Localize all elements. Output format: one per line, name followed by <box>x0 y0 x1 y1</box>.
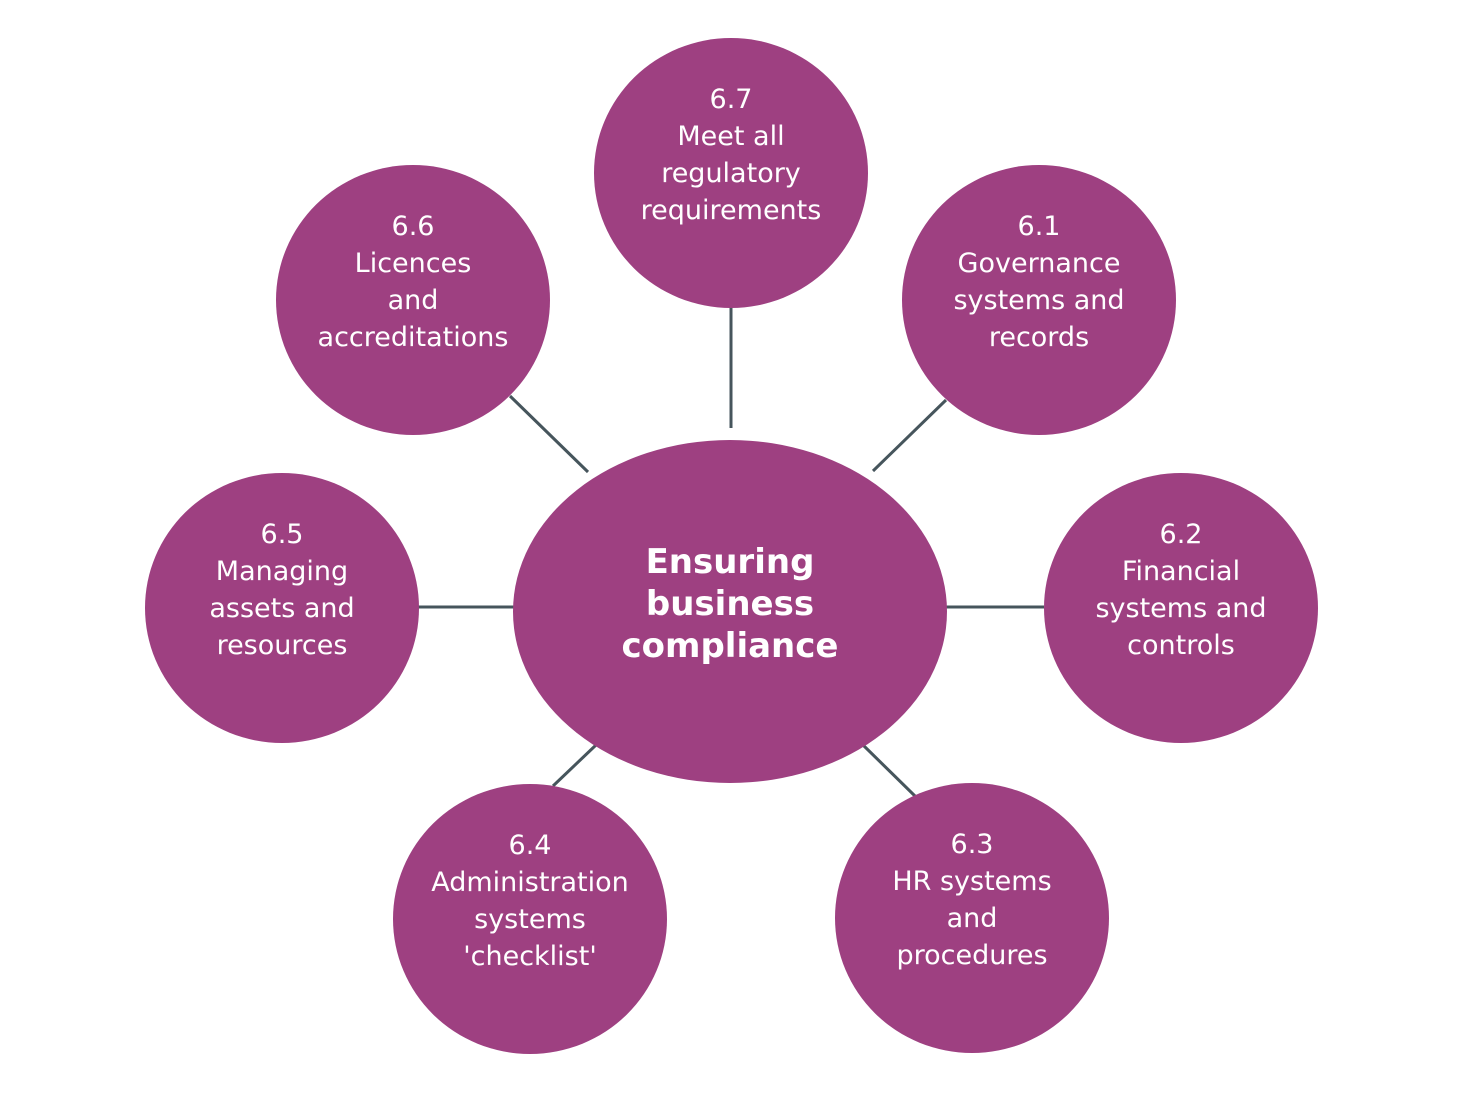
node-label-line: Meet all <box>677 121 785 152</box>
connector-6-1 <box>871 398 948 473</box>
node-label-line: systems <box>474 904 586 935</box>
node-6-1: 6.1 Governance systems and records <box>902 165 1176 435</box>
connector-6-6 <box>508 394 590 474</box>
center-line: compliance <box>621 625 839 666</box>
node-6-4: 6.4 Administration systems 'checklist' <box>393 784 667 1054</box>
node-label-line: HR systems <box>892 866 1052 897</box>
node-label-line: records <box>988 322 1090 353</box>
node-label-line: and <box>946 903 998 934</box>
node-label-line: resources <box>216 630 348 661</box>
connector-6-4 <box>551 743 598 788</box>
node-label-line: Managing <box>215 556 349 587</box>
node-6-6: 6.6 Licences and accreditations <box>276 165 550 435</box>
center-node: Ensuring business compliance <box>513 440 947 783</box>
node-label-line: 'checklist' <box>463 941 597 972</box>
node-6-7: 6.7 Meet all regulatory requirements <box>594 38 868 308</box>
node-number: 6.7 <box>709 84 753 115</box>
node-label-line: controls <box>1127 630 1235 661</box>
node-6-5: 6.5 Managing assets and resources <box>145 473 419 743</box>
connector-6-3 <box>861 743 918 799</box>
node-number: 6.5 <box>260 519 304 550</box>
node-6-3: 6.3 HR systems and procedures <box>835 783 1109 1053</box>
node-number: 6.1 <box>1017 211 1061 242</box>
node-label-line: procedures <box>896 940 1048 971</box>
node-label-line: Governance <box>957 248 1121 279</box>
center-line: business <box>645 583 815 624</box>
node-label-line: requirements <box>640 195 822 226</box>
node-6-2: 6.2 Financial systems and controls <box>1044 473 1318 743</box>
node-label-line: assets and <box>209 593 355 624</box>
center-line: Ensuring <box>645 541 815 582</box>
node-label-line: Financial <box>1121 556 1241 587</box>
node-label-line: systems and <box>1095 593 1267 624</box>
node-label-line: accreditations <box>317 322 509 353</box>
node-label-line: regulatory <box>661 158 801 189</box>
node-label-line: and <box>387 285 439 316</box>
node-number: 6.3 <box>950 829 994 860</box>
node-number: 6.2 <box>1159 519 1203 550</box>
node-number: 6.4 <box>508 830 552 861</box>
node-label-line: Administration <box>431 867 629 898</box>
node-label-line: Licences <box>354 248 472 279</box>
node-number: 6.6 <box>391 211 435 242</box>
node-label-line: systems and <box>953 285 1125 316</box>
